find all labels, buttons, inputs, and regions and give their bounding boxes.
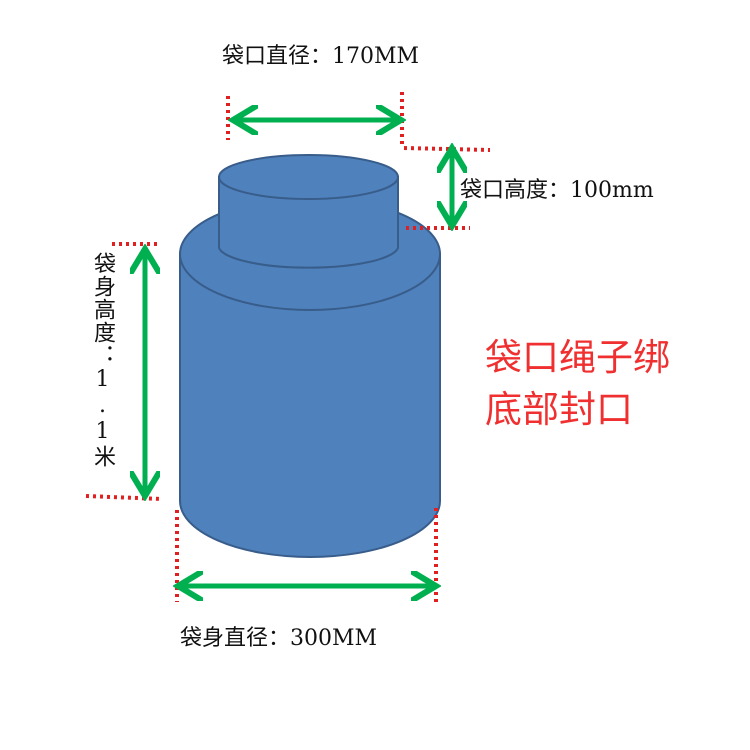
body-diameter-label: 袋身直径：300MM xyxy=(180,626,378,651)
mouth-height-label: 袋口高度：100mm xyxy=(460,178,654,203)
bag-mouth-cylinder xyxy=(218,154,399,269)
mouth-diameter-label: 袋口直径：170MM xyxy=(222,44,420,69)
sealing-note-line-2: 底部封口 xyxy=(485,388,633,431)
body-height-label: 袋身高度：1.1米 xyxy=(90,252,115,468)
dimension-arrows xyxy=(145,120,452,586)
sealing-note-line-1: 袋口绳子绑 xyxy=(485,336,670,379)
sealing-note: 袋口绳子绑 底部封口 xyxy=(485,332,670,436)
